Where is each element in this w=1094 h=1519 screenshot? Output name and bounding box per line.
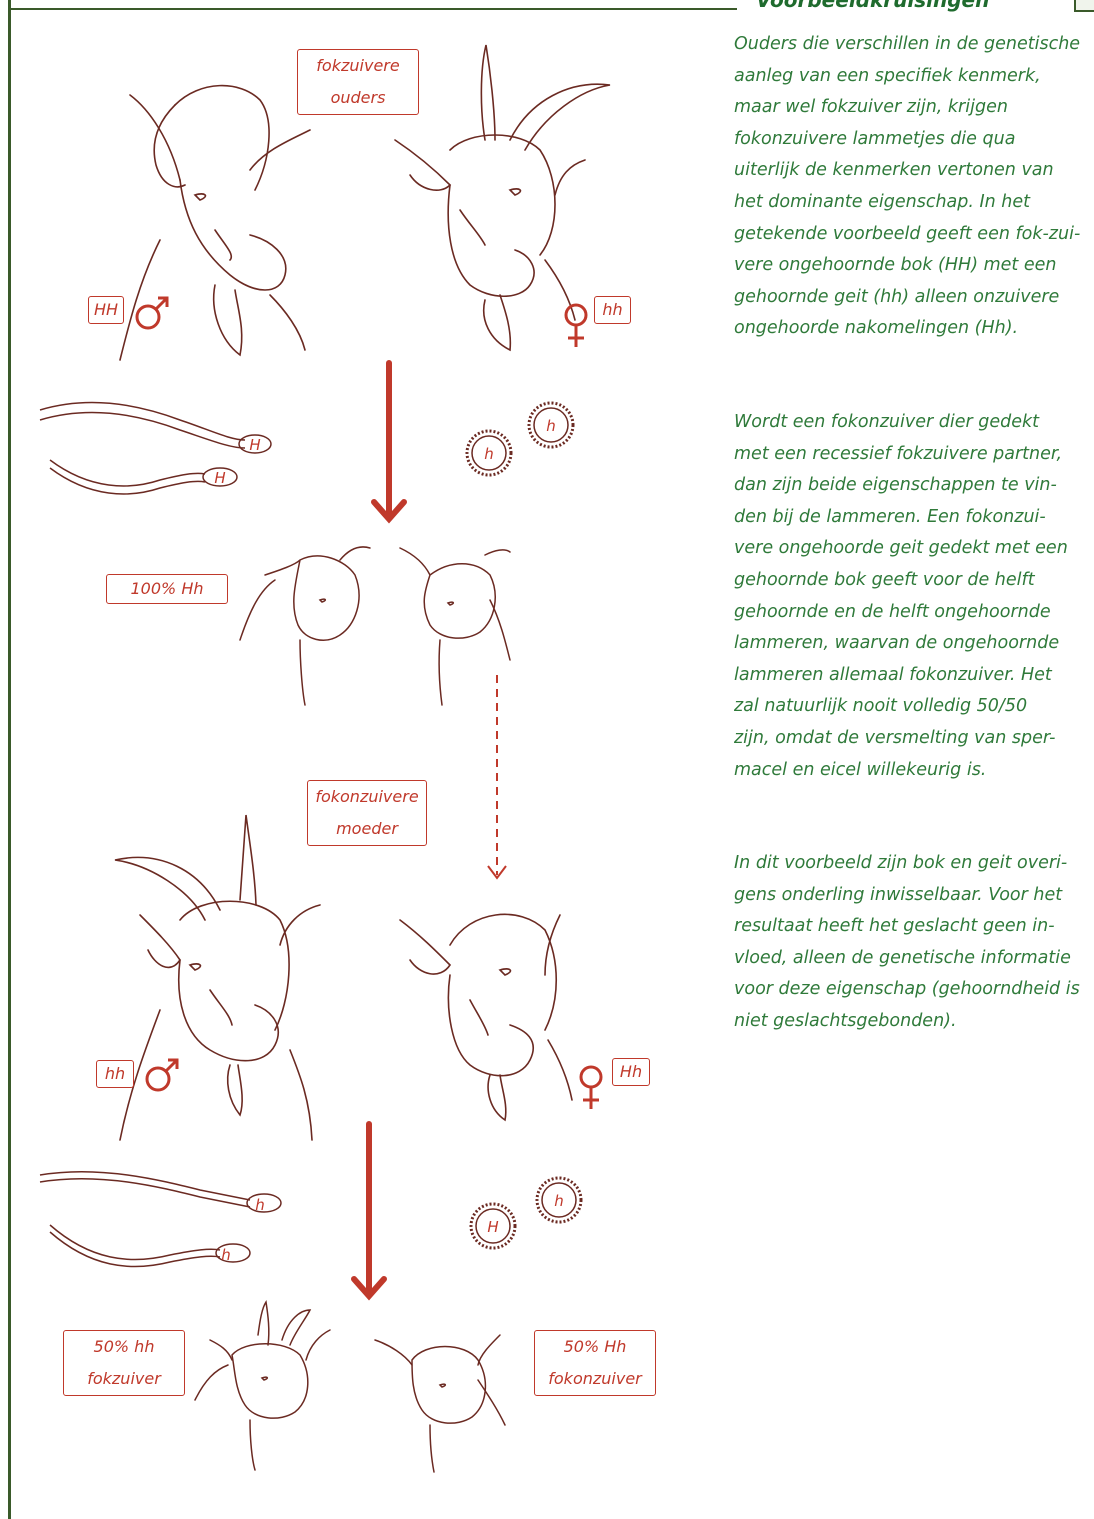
label-line: 50% hh [64,1331,184,1363]
lamb-heads-2 [195,1302,505,1472]
paragraph-line: In dit voorbeeld zijn bok en geit overi- [734,848,1086,880]
paragraph-line: vere ongehoorde geit gedekt met een [734,533,1086,565]
paragraph-line: gens onderling inwisselbaar. Voor het [734,880,1086,912]
female-symbol-icon [566,305,586,347]
sperm-allele-label: H [214,469,225,487]
paragraph-line: ongehoorde nakomelingen (Hh). [734,313,1086,345]
sperm-cells-2 [40,1172,281,1267]
goat-head-female-hornless [400,914,572,1120]
paragraph-line: met een recessief fokzuivere partner, [734,439,1086,471]
label-offspring-Hh: 50% Hh fokonzuiver [534,1330,656,1396]
female-symbol-icon [581,1067,601,1109]
label-line: moeder [308,813,426,845]
paragraph-line: resultaat heeft het geslacht geen in- [734,911,1086,943]
lamb-heads-1 [240,547,510,705]
paragraph-line: vere ongehoornde bok (HH) met een [734,250,1086,282]
sperm-cells-1 [40,403,271,494]
goat-head-male-horned [115,815,320,1140]
paragraph-line: vloed, alleen de genetische informatie [734,943,1086,975]
label-line: fokzuivere [298,50,418,82]
paragraph-3: In dit voorbeeld zijn bok en geit overi-… [734,848,1086,1038]
paragraph-line: voor deze eigenschap (gehoorndheid is [734,974,1086,1006]
label-offspring-hh: 50% hh fokzuiver [63,1330,185,1396]
paragraph-line: getekende voorbeeld geeft een fok-zui- [734,219,1086,251]
paragraph-line: macel en eicel willekeurig is. [734,755,1086,787]
sperm-allele-label: h [221,1246,231,1264]
goat-head-male-hornless [120,86,310,360]
egg-allele-label: h [546,417,556,435]
paragraph-line: gehoornde bok geeft voor de helft [734,565,1086,597]
paragraph-line: niet geslachtsgebonden). [734,1006,1086,1038]
label-line: 50% Hh [535,1331,655,1363]
label-line: ouders [298,82,418,114]
genotype-male-2: hh [96,1060,134,1088]
arrow-down-solid-2 [354,1124,384,1296]
paragraph-line: het dominante eigenschap. In het [734,187,1086,219]
paragraph-line: zal natuurlijk nooit volledig 50/50 [734,691,1086,723]
egg-allele-label: h [554,1192,564,1210]
label-impure-mother: fokonzuivere moeder [307,780,427,846]
paragraph-line: lammeren, waarvan de ongehoornde [734,628,1086,660]
label-line: fokonzuivere [308,781,426,813]
section-heading: Voorbeeldkruisingen [756,0,1076,18]
paragraph-line: dan zijn beide eigenschappen te vin- [734,470,1086,502]
paragraph-1: Ouders die verschillen in de genetische … [734,29,1086,345]
paragraph-line: maar wel fokzuiver zijn, krijgen [734,92,1086,124]
genetics-diagram: H H h h h h H h [0,0,730,1519]
paragraph-line: lammeren allemaal fokonzuiver. Het [734,660,1086,692]
egg-allele-label: H [487,1218,498,1236]
egg-cells-2 [471,1178,581,1248]
paragraph-line: gehoornde geit (hh) alleen onzuivere [734,282,1086,314]
male-symbol-icon [137,298,167,328]
frame-corner-tab [1074,0,1094,12]
genotype-male-1: HH [88,296,124,324]
paragraph-line: gehoornde en de helft ongehoornde [734,597,1086,629]
egg-allele-label: h [484,445,494,463]
paragraph-line: zijn, omdat de versmelting van sper- [734,723,1086,755]
label-offspring-1: 100% Hh [106,574,228,604]
paragraph-line: aanleg van een specifiek kenmerk, [734,61,1086,93]
paragraph-line: den bij de lammeren. Een fokonzui- [734,502,1086,534]
arrow-down-dashed [488,675,506,878]
paragraph-line: Wordt een fokonzuiver dier gedekt [734,407,1086,439]
arrow-down-solid-1 [374,363,404,519]
label-line: fokonzuiver [535,1363,655,1395]
genotype-female-2: Hh [612,1058,650,1086]
paragraph-line: Ouders die verschillen in de genetische [734,29,1086,61]
paragraph-2: Wordt een fokonzuiver dier gedekt met ee… [734,407,1086,786]
sperm-allele-label: h [255,1196,265,1214]
paragraph-line: fokonzuivere lammetjes die qua [734,124,1086,156]
sperm-allele-label: H [249,436,260,454]
paragraph-line: uiterlijk de kenmerken vertonen van [734,155,1086,187]
genotype-female-1: hh [594,296,631,324]
label-line: fokzuiver [64,1363,184,1395]
label-pure-parents: fokzuivere ouders [297,49,419,115]
egg-cells-1 [467,403,573,475]
male-symbol-icon [147,1060,177,1090]
